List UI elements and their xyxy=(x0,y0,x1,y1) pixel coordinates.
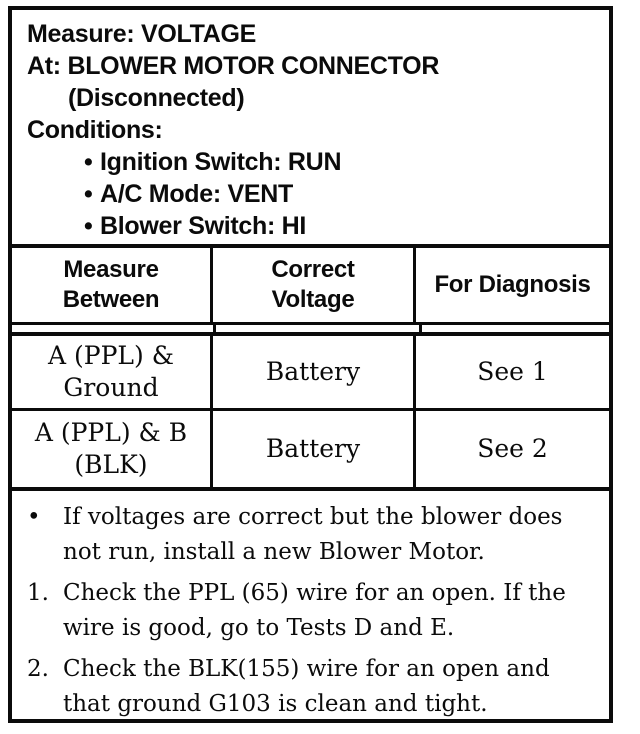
notes-section: • If voltages are correct but the blower… xyxy=(12,487,609,719)
table-row: A (PPL) & Ground Battery See 1 xyxy=(12,336,609,411)
bullet-icon: • xyxy=(84,212,93,240)
bullet-icon: • xyxy=(84,180,93,208)
conditions-section: Measure: VOLTAGE At: BLOWER MOTOR CONNEC… xyxy=(12,10,609,248)
at-line-continued: (Disconnected) xyxy=(68,84,245,112)
note-item: 2. Check the BLK(155) wire for an open a… xyxy=(27,652,603,719)
condition-item-label: A/C Mode: VENT xyxy=(100,180,294,208)
cell-correct-voltage: Battery xyxy=(213,336,416,408)
cell-measure-between: A (PPL) & B (BLK) xyxy=(12,411,213,487)
note-item: 1. Check the PPL (65) wire for an open. … xyxy=(27,576,603,646)
header-separator-double-line xyxy=(12,322,609,336)
column-header-correct-voltage: Correct Voltage xyxy=(213,248,416,322)
column-header-measure-between: Measure Between xyxy=(12,248,213,322)
condition-item-label: Blower Switch: HI xyxy=(100,212,307,240)
note-text: Check the BLK(155) wire for an open and … xyxy=(63,656,550,717)
diagnostic-test-card: Measure: VOLTAGE At: BLOWER MOTOR CONNEC… xyxy=(8,6,613,723)
note-text: Check the PPL (65) wire for an open. If … xyxy=(63,580,566,641)
at-line: At: BLOWER MOTOR CONNECTOR xyxy=(27,52,440,80)
bullet-icon: • xyxy=(84,148,93,176)
measure-line: Measure: VOLTAGE xyxy=(27,20,257,48)
note-item: • If voltages are correct but the blower… xyxy=(27,500,603,570)
separator-segment xyxy=(422,325,609,332)
condition-item: • Ignition Switch: RUN xyxy=(84,146,601,178)
cell-measure-between: A (PPL) & Ground xyxy=(12,336,213,408)
condition-item: • Blower Switch: HI xyxy=(84,210,601,242)
column-header-for-diagnosis: For Diagnosis xyxy=(434,271,591,298)
note-number: 2. xyxy=(27,656,49,682)
note-text: If voltages are correct but the blower d… xyxy=(63,504,563,565)
table-header-row: Measure Between Correct Voltage For Diag… xyxy=(12,248,609,322)
cell-correct-voltage: Battery xyxy=(213,411,416,487)
separator-segment xyxy=(216,325,422,332)
conditions-label: Conditions: xyxy=(27,116,163,144)
cell-for-diagnosis: See 1 xyxy=(477,357,548,386)
bullet-icon: • xyxy=(27,504,41,530)
table-row: A (PPL) & B (BLK) Battery See 2 xyxy=(12,411,609,487)
separator-segment xyxy=(12,325,216,332)
cell-for-diagnosis: See 2 xyxy=(477,434,548,463)
condition-item-label: Ignition Switch: RUN xyxy=(100,148,342,176)
condition-item: • A/C Mode: VENT xyxy=(84,178,601,210)
note-number: 1. xyxy=(27,580,49,606)
